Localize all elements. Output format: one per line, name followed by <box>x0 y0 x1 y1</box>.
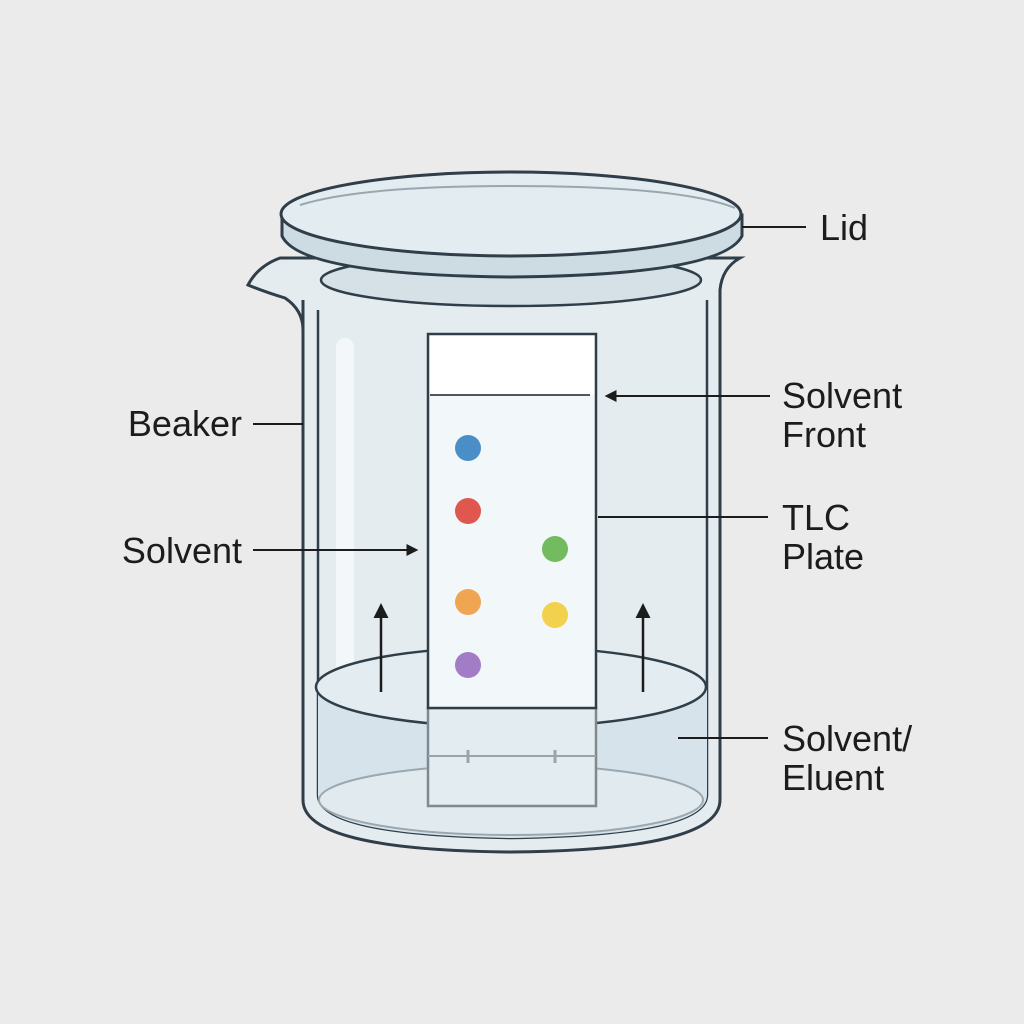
label-solvent-eluent-2: Eluent <box>782 757 884 798</box>
tlc-plate <box>426 332 598 710</box>
label-beaker: Beaker <box>128 403 242 444</box>
label-tlc-plate-2: Plate <box>782 536 864 577</box>
label-solvent: Solvent <box>122 530 242 571</box>
blue-spot <box>455 435 481 461</box>
label-solvent-front-2: Front <box>782 414 866 455</box>
green-spot <box>542 536 568 562</box>
yellow-spot <box>542 602 568 628</box>
label-lid: Lid <box>820 207 868 248</box>
label-tlc-plate-1: TLC <box>782 497 850 538</box>
orange-spot <box>455 589 481 615</box>
spots <box>455 435 568 678</box>
red-spot <box>455 498 481 524</box>
tlc-plate-submerged <box>426 706 598 808</box>
lid <box>279 170 744 308</box>
label-solvent-front-1: Solvent <box>782 375 902 416</box>
label-solvent-eluent-1: Solvent/ <box>782 718 912 759</box>
purple-spot <box>455 652 481 678</box>
